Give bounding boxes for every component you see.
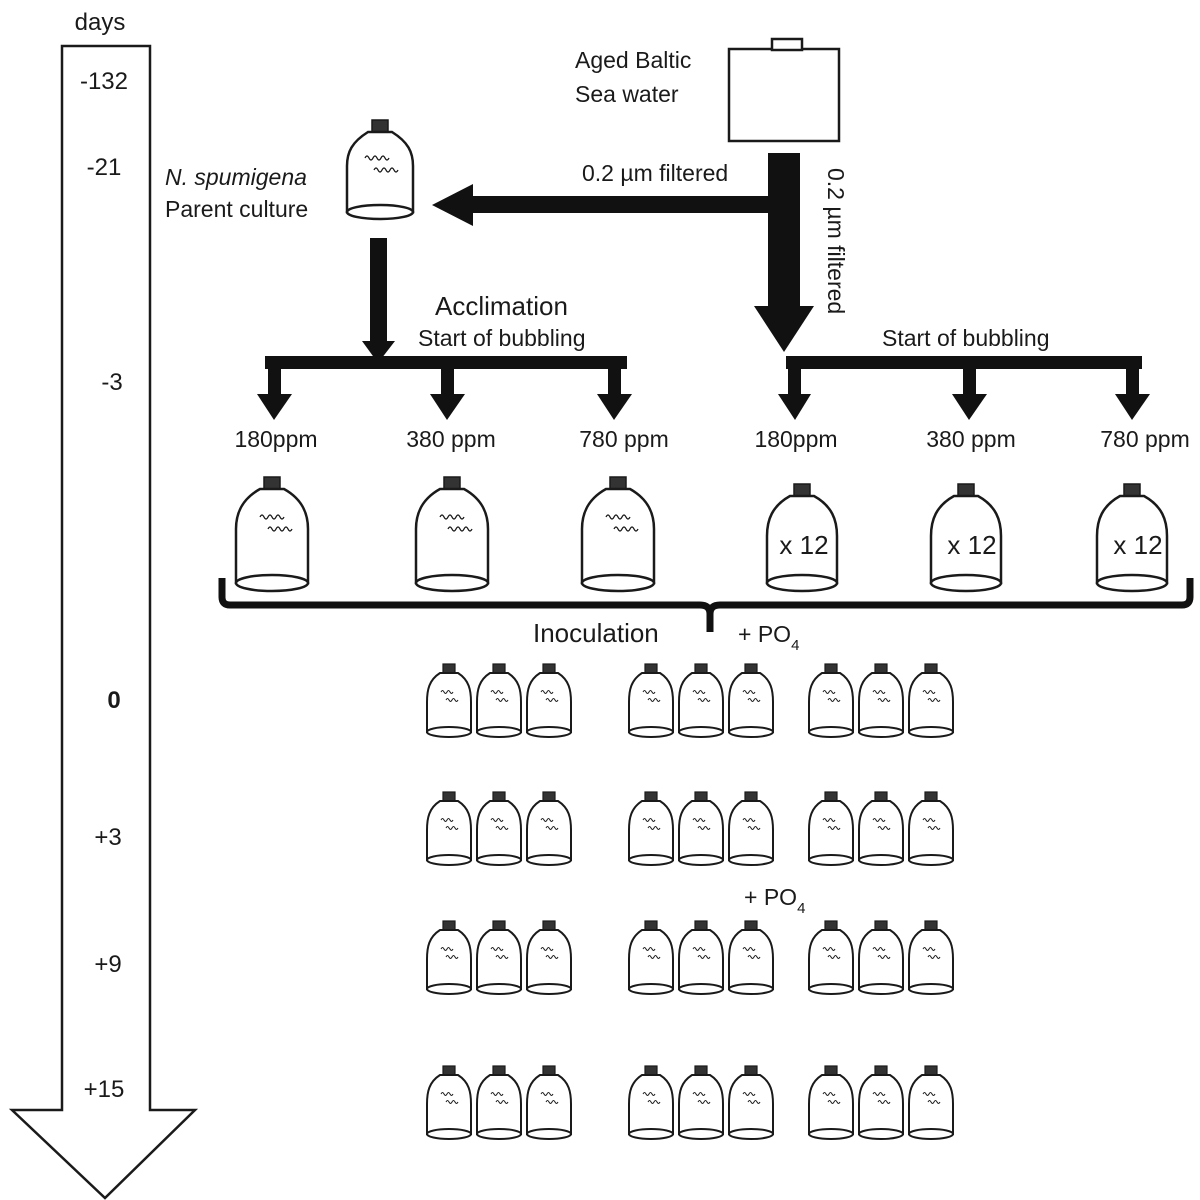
culture-bottle-icon	[426, 791, 472, 866]
culture-bottle-icon	[678, 791, 724, 866]
treatment-label: 780 ppm	[579, 426, 669, 452]
medium-branch-arrows	[778, 356, 1150, 420]
parent-culture-species: N. spumigena	[165, 164, 307, 190]
culture-bottle-icon	[476, 1065, 522, 1140]
po4-addition-label-mid: + PO4	[744, 884, 805, 917]
replicate-label: x 12	[779, 530, 828, 560]
culture-bottle-icon	[426, 663, 472, 738]
day-label: 0	[107, 687, 120, 714]
svg-text:+ PO4: + PO4	[738, 621, 799, 654]
acclimation-bottle-icon	[580, 476, 656, 593]
culture-bottle-icon	[628, 920, 674, 995]
culture-bottle-icon	[808, 920, 854, 995]
replicate-label: x 12	[1113, 530, 1162, 560]
acclimation-branch-arrows	[257, 238, 632, 420]
sampling-bottle-grid	[426, 663, 954, 1140]
culture-bottle-icon	[808, 791, 854, 866]
medium-bottle-icon	[765, 483, 839, 593]
treatment-label: 380 ppm	[926, 426, 1016, 452]
culture-bottle-icon	[858, 920, 904, 995]
culture-bottle-icon	[426, 1065, 472, 1140]
day-label: -3	[101, 369, 122, 396]
filtered-label-horizontal: 0.2 µm filtered	[582, 160, 728, 186]
culture-bottle-icon	[476, 663, 522, 738]
bubbling-label-right: Start of bubbling	[882, 325, 1050, 351]
timeline-day-labels: -132 -21 -3 0 +3 +9 +15	[80, 68, 128, 1103]
inoculation-brace	[218, 578, 1194, 632]
parent-culture-label: Parent culture	[165, 196, 308, 222]
treatment-label: 180ppm	[234, 426, 317, 452]
culture-bottle-icon	[526, 791, 572, 866]
medium-bottle-icon	[929, 483, 1003, 593]
culture-bottle-icon	[728, 920, 774, 995]
culture-bottle-icon	[526, 1065, 572, 1140]
acclimation-label: Acclimation	[435, 291, 568, 321]
filtered-arrow-down	[754, 153, 814, 352]
acclimation-bottle-icon	[234, 476, 310, 593]
culture-bottle-icon	[678, 663, 724, 738]
right-treatment-labels: 180ppm 380 ppm 780 ppm	[754, 426, 1189, 452]
culture-bottle-icon	[908, 663, 954, 738]
replicate-label: x 12	[947, 530, 996, 560]
culture-bottle-icon	[678, 1065, 724, 1140]
culture-bottle-icon	[526, 663, 572, 738]
culture-bottle-icon	[476, 920, 522, 995]
culture-bottle-icon	[728, 1065, 774, 1140]
culture-bottle-icon	[908, 1065, 954, 1140]
treatment-label: 780 ppm	[1100, 426, 1190, 452]
filtered-arrow-to-culture	[432, 184, 780, 226]
culture-bottle-icon	[808, 663, 854, 738]
treatment-label: 380 ppm	[406, 426, 496, 452]
culture-bottle-icon	[628, 663, 674, 738]
culture-bottle-icon	[426, 920, 472, 995]
day-label: +15	[84, 1076, 125, 1103]
seawater-container-icon	[727, 37, 841, 143]
culture-bottle-icon	[858, 663, 904, 738]
day-label: +9	[94, 951, 121, 978]
left-treatment-labels: 180ppm 380 ppm 780 ppm	[234, 426, 668, 452]
culture-bottle-icon	[628, 1065, 674, 1140]
culture-bottle-icon	[678, 920, 724, 995]
timeline-unit-label: days	[75, 9, 126, 36]
culture-bottle-icon	[908, 920, 954, 995]
day-label: +3	[94, 824, 121, 851]
culture-bottle-icon	[476, 791, 522, 866]
day-label: -132	[80, 68, 128, 95]
culture-bottle-icon	[728, 663, 774, 738]
culture-bottle-icon	[908, 791, 954, 866]
culture-bottle-icon	[526, 920, 572, 995]
svg-text:+ PO4: + PO4	[744, 884, 805, 917]
culture-bottle-icon	[808, 1065, 854, 1140]
filtered-label-vertical: 0.2 µm filtered	[823, 168, 849, 314]
po4-addition-label-top: + PO4	[738, 621, 799, 654]
inoculation-label: Inoculation	[533, 618, 659, 648]
day-label: -21	[87, 154, 122, 181]
culture-bottle-icon	[728, 791, 774, 866]
parent-culture-bottle-icon	[345, 119, 415, 221]
timeline-arrow	[8, 44, 199, 1200]
medium-bottle-icon	[1095, 483, 1169, 593]
acclimation-bottle-icon	[414, 476, 490, 593]
seawater-label-line1: Aged Baltic	[575, 47, 691, 73]
treatment-label: 180ppm	[754, 426, 837, 452]
bubbling-label-left: Start of bubbling	[418, 325, 586, 351]
culture-bottle-icon	[628, 791, 674, 866]
culture-bottle-icon	[858, 791, 904, 866]
culture-bottle-icon	[858, 1065, 904, 1140]
seawater-label-line2: Sea water	[575, 81, 679, 107]
